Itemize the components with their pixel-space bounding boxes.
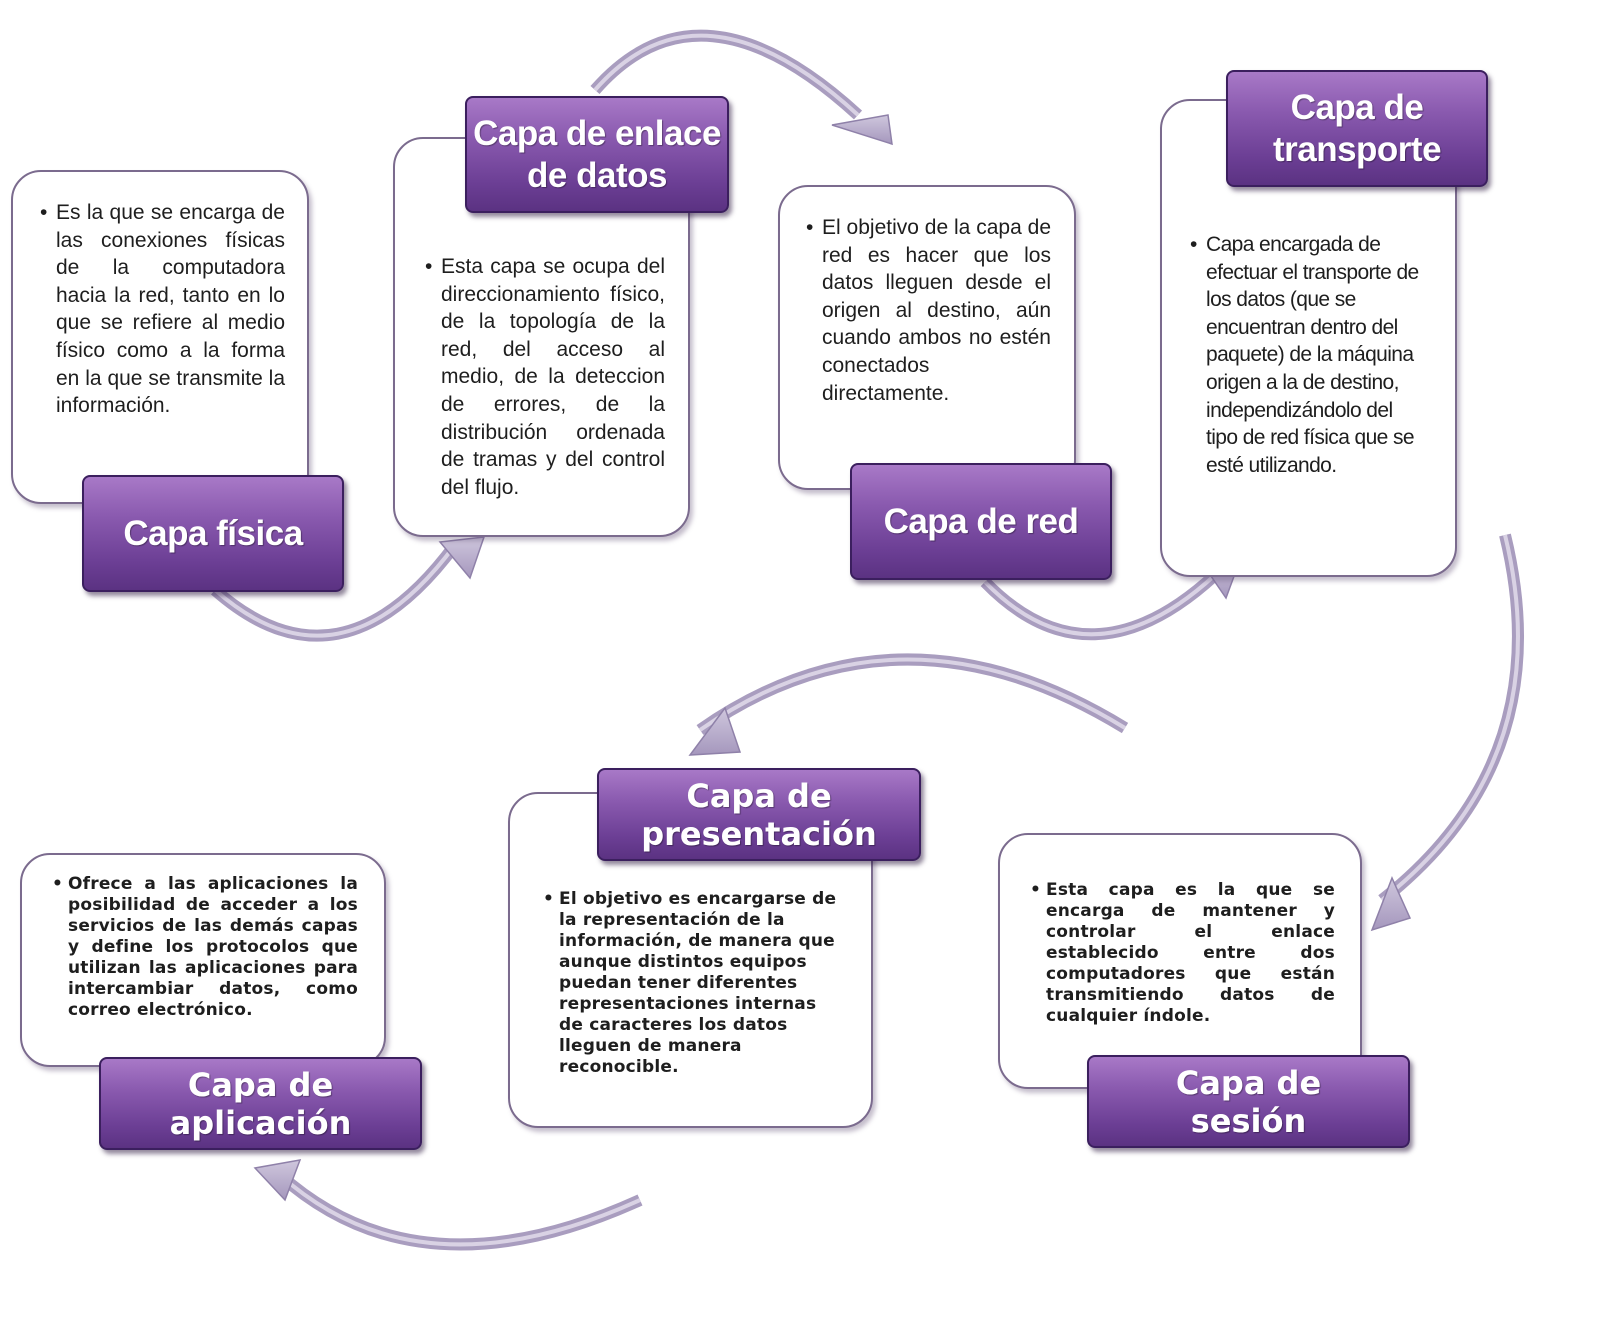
tab-capa-de-presentacion: Capa de presentación [597,768,921,861]
sesion-title-line2: sesión [1190,1101,1307,1140]
fisica-title: Capa física [123,513,303,553]
bullet: • [1030,880,1042,900]
fisica-description: • Es la que se encarga de las conexiones… [40,199,285,420]
aplicacion-title: Capa de aplicación [170,1066,352,1142]
sesion-title: Capa de sesión [1176,1064,1321,1140]
aplicacion-title-line1: Capa de [187,1065,334,1104]
tab-capa-de-transporte: Capa de transporte [1226,70,1488,187]
bullet: • [1190,233,1197,256]
bullet: • [425,255,433,278]
aplicacion-description: • Ofrece a las aplicaciones la posibilid… [52,874,358,1021]
aplicacion-title-line2: aplicación [169,1103,352,1142]
arrowhead-aplicacion [253,1159,302,1202]
transporte-title-line1: Capa de [1290,87,1424,127]
red-description-box [778,185,1076,490]
aplicacion-description-box [20,853,386,1067]
sesion-title-line1: Capa de [1175,1063,1322,1102]
red-description-text: El objetivo de la capa de red es hacer q… [822,216,1051,405]
enlace-title-line1: Capa de enlace [473,113,721,153]
red-description: • El objetivo de la capa de red es hacer… [806,214,1051,407]
aplicacion-description-text: Ofrece a las aplicaciones la posibilidad… [68,874,358,1020]
tab-capa-enlace-de-datos: Capa de enlace de datos [465,96,729,213]
transporte-title: Capa de transporte [1272,87,1442,171]
transporte-description: • Capa encargada de efectuar el transpor… [1190,231,1427,479]
tab-capa-de-aplicacion: Capa de aplicación [99,1057,422,1150]
presentacion-title-line2: presentación [641,814,877,853]
tab-capa-de-red: Capa de red [850,463,1112,580]
tab-capa-de-sesion: Capa de sesión [1087,1055,1410,1148]
presentacion-title-line1: Capa de [686,776,832,815]
arrow-transporte-to-sesion [1378,533,1524,905]
red-title: Capa de red [883,501,1079,541]
enlace-title: Capa de enlace de datos [473,113,721,197]
transporte-description-text: Capa encargada de efectuar el transporte… [1206,233,1419,477]
arrow-presentacion-to-aplicacion [276,1170,643,1251]
tab-capa-fisica: Capa física [82,475,344,592]
fisica-description-text: Es la que se encarga de las conexiones f… [56,201,285,418]
bullet: • [52,874,64,894]
sesion-description-box [998,833,1362,1089]
presentacion-description: • El objetivo es encargarse de la repres… [543,889,846,1078]
arrowhead-presentacion [688,706,742,756]
bullet: • [40,201,48,224]
bullet: • [543,889,555,909]
sesion-description-text: Esta capa es la que se encarga de manten… [1046,880,1335,1026]
enlace-description: • Esta capa se ocupa del direccionamient… [425,253,665,501]
presentacion-title: Capa de presentación [641,777,877,853]
sesion-description: • Esta capa es la que se encarga de mant… [1030,880,1335,1027]
arrowhead-enlace [438,536,486,580]
transporte-title-line2: transporte [1272,129,1442,169]
arrowhead-red [831,114,893,146]
enlace-description-text: Esta capa se ocupa del direccionamiento … [441,255,665,499]
bullet: • [806,216,814,239]
enlace-title-line2: de datos [527,155,667,195]
presentacion-description-text: El objetivo es encargarse de la represen… [559,889,837,1077]
arrowhead-sesion [1370,876,1412,932]
